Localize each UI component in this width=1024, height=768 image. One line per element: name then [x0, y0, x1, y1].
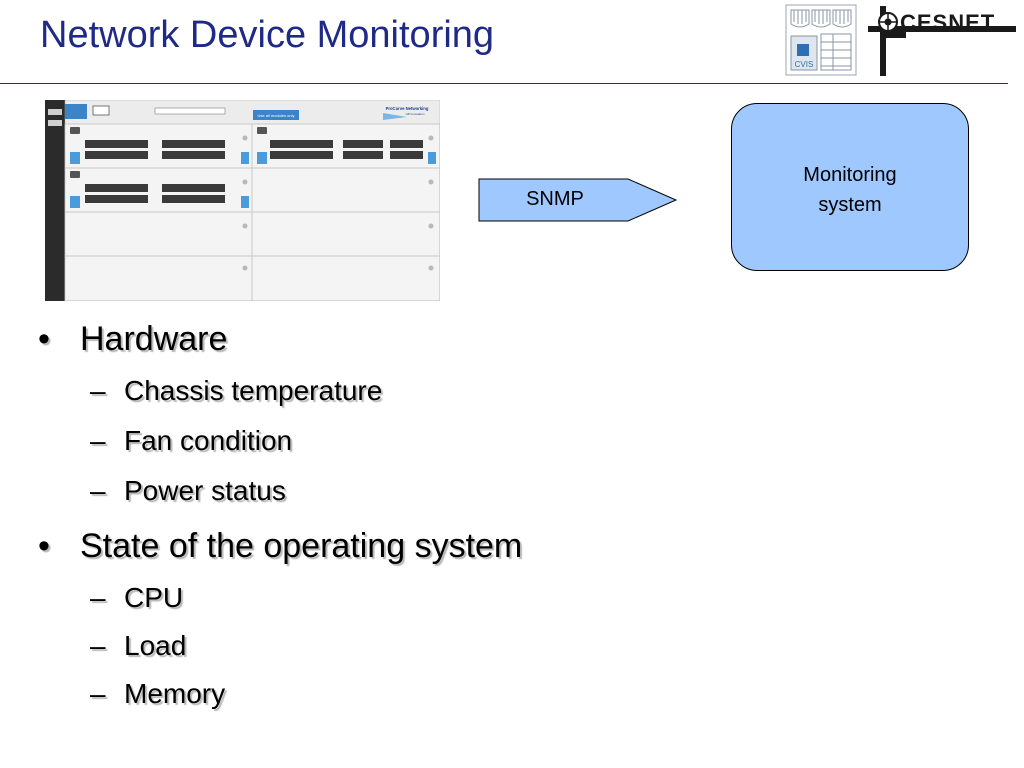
cvis-logo-text: CVIS [795, 60, 814, 69]
cesnet-logo-text: CESNET [900, 10, 996, 35]
switch-brand-title: ProCurve Networking [386, 106, 429, 111]
snmp-label: SNMP [526, 188, 584, 210]
snmp-arrow [478, 178, 678, 222]
monitoring-label-line1: Monitoring [803, 164, 897, 186]
monitoring-label-line2: system [818, 194, 882, 216]
cesnet-logo [868, 6, 1016, 76]
monitoring-system-box: Monitoring system [731, 103, 969, 271]
cvis-logo: CVIS [785, 4, 857, 76]
switch-status-text: Use all modules only [258, 113, 295, 118]
switch-panel-image: Use all modules only ProCurve Networking… [45, 100, 440, 301]
slide-title: Network Device Monitoring [40, 14, 495, 56]
title-divider [0, 83, 1008, 84]
switch-brand-sub: HP Innovation [406, 112, 425, 116]
monitoring-system-label: Monitoring system [732, 160, 968, 220]
